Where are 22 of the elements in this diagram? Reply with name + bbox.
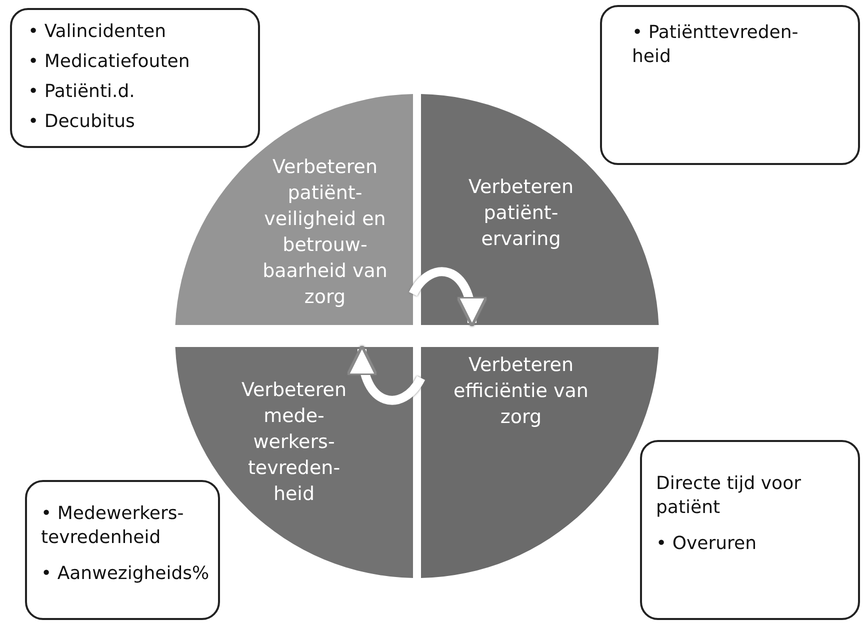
list-item: • Valincidenten [28,20,168,44]
quadrant-label: Verbeteren efficiëntie van zorg [452,353,590,430]
text-box [600,5,860,165]
text-box [640,440,860,620]
quadrant-segment [421,94,659,325]
quadrant-label: Verbeteren patiënt- ervaring [467,175,575,252]
cycle-arrow [409,267,486,328]
quadrant-segment [175,94,413,325]
list-item: • Aanwezigheids% [41,562,210,586]
cycle-arrow [348,344,425,405]
list-item: • Patiënttevreden- heid [632,21,800,69]
quadrant-segment [421,347,659,578]
quadrant-label: Verbeteren patiënt- veiligheid en betrouw- baarheid van zorg [262,155,388,310]
list-item: • Medewerkers- tevredenheid [41,502,185,550]
list-item: • Decubitus [28,110,136,134]
text-box [10,8,260,148]
list-item: • Medicatiefouten [28,50,191,74]
list-item: Directe tijd voor patiënt [656,472,802,520]
quadrant-label: Verbeteren mede- werkers- tevreden- heid [240,378,348,507]
list-item: • Overuren [656,532,758,556]
text-box [25,480,220,620]
list-item: • Patiënti.d. [28,80,136,104]
